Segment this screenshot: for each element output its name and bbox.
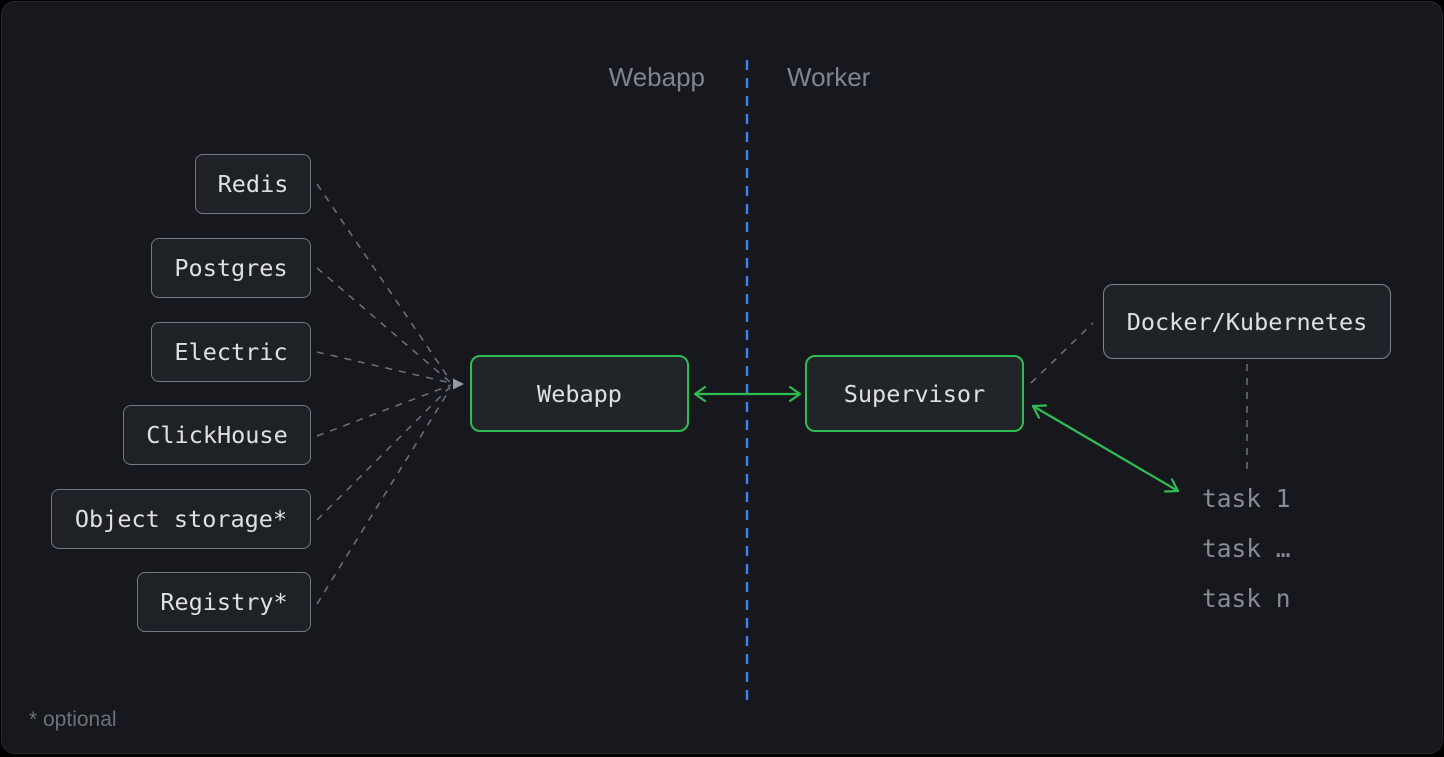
connector-registry bbox=[316, 388, 451, 605]
connector-electric bbox=[316, 351, 452, 384]
lane-label-webapp: Webapp bbox=[608, 62, 705, 92]
convergence-arrowhead-icon bbox=[453, 378, 464, 390]
connector-redis bbox=[316, 183, 451, 381]
node-postgres: Postgres bbox=[151, 238, 311, 298]
task-item-ellipsis: task … bbox=[1202, 534, 1291, 563]
supervisor-docker-connector bbox=[1030, 322, 1094, 384]
connector-object-storage bbox=[316, 386, 451, 521]
node-registry: Registry* bbox=[137, 572, 311, 632]
arrowhead-downright-icon bbox=[1163, 478, 1180, 493]
optional-footnote: * optional bbox=[29, 708, 117, 731]
task-item-n: task n bbox=[1202, 584, 1291, 613]
node-clickhouse: ClickHouse bbox=[123, 405, 311, 465]
arrowhead-upleft-icon bbox=[1031, 404, 1048, 419]
supervisor-task-arrow bbox=[1031, 404, 1180, 493]
connector-postgres bbox=[316, 267, 451, 383]
arrowhead-right-icon bbox=[788, 385, 802, 403]
node-webapp: Webapp bbox=[470, 355, 689, 432]
arrowhead-left-icon bbox=[693, 385, 707, 403]
connector-clickhouse bbox=[316, 384, 452, 437]
node-docker-kubernetes: Docker/Kubernetes bbox=[1103, 284, 1391, 359]
task-list: task 1 task … task n bbox=[1202, 486, 1291, 636]
task-item-1: task 1 bbox=[1202, 484, 1291, 513]
lane-label-worker: Worker bbox=[787, 62, 871, 92]
node-electric: Electric bbox=[151, 322, 311, 382]
node-supervisor: Supervisor bbox=[805, 355, 1024, 432]
node-object-storage: Object storage* bbox=[51, 489, 311, 549]
node-redis: Redis bbox=[195, 154, 311, 214]
